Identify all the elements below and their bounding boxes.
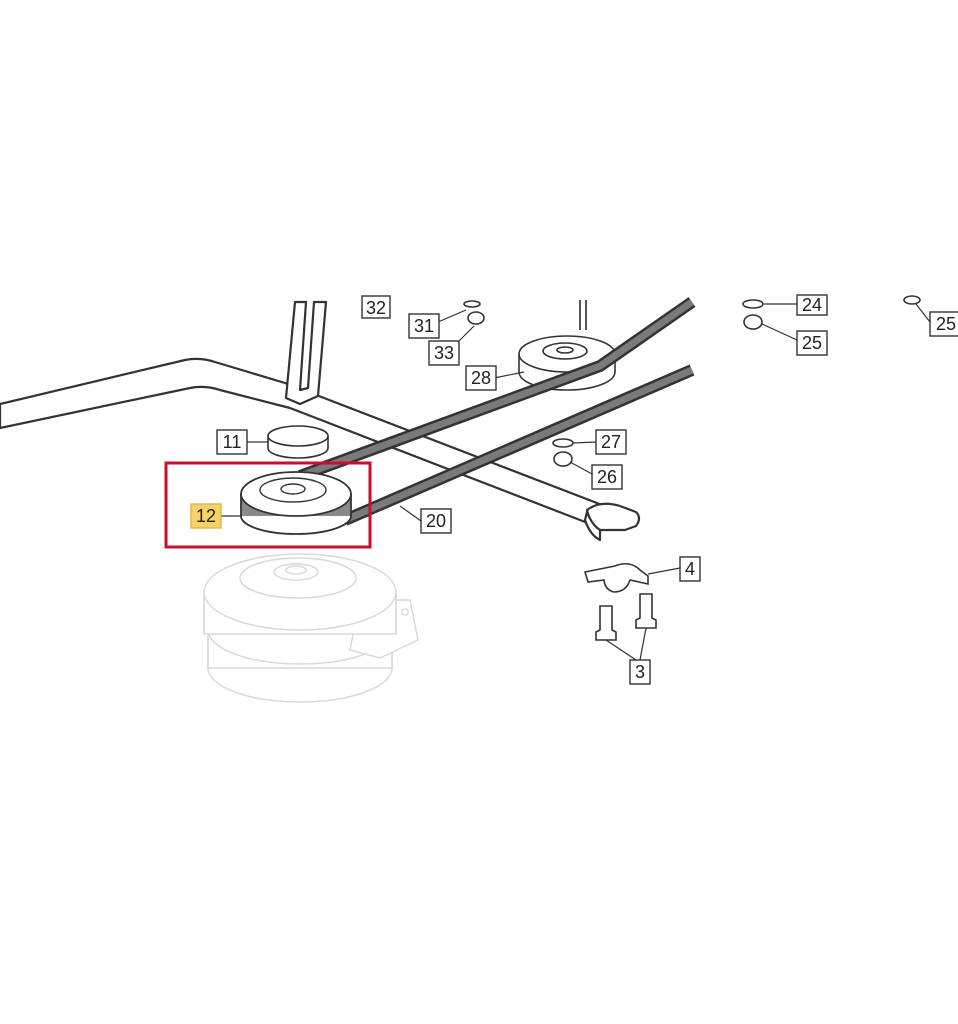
callout-text: 27	[601, 432, 621, 452]
callout-11: 11	[216, 429, 248, 455]
callout-28: 28	[465, 365, 497, 391]
callout-3: 3	[629, 659, 651, 685]
callout-12: 12	[190, 503, 222, 529]
callout-25-right: 25	[929, 311, 958, 337]
callout-32: 32	[361, 295, 391, 319]
callout-33: 33	[428, 340, 460, 366]
spacer	[267, 425, 329, 459]
callout-25: 25	[796, 330, 828, 356]
leader-lines	[221, 303, 931, 661]
callout-text: 31	[414, 316, 434, 336]
callout-text: 20	[426, 511, 446, 531]
callout-4: 4	[679, 556, 701, 582]
callout-text: 25	[802, 333, 822, 353]
callout-20: 20	[420, 508, 452, 534]
highlight-frame	[164, 461, 372, 549]
clutch-ghost	[203, 553, 419, 703]
callout-24: 24	[796, 294, 828, 316]
callout-text: 4	[685, 559, 695, 579]
callout-text: 3	[635, 662, 645, 682]
callout-text: 33	[434, 343, 454, 363]
callout-text: 12	[196, 506, 216, 526]
drive-belt	[297, 297, 696, 526]
callout-26: 26	[591, 464, 623, 490]
hardware	[463, 295, 921, 641]
callout-text: 24	[802, 295, 822, 315]
callout-27: 27	[595, 429, 627, 455]
frame-rail	[0, 300, 641, 542]
callout-text: 11	[223, 432, 242, 452]
callout-31: 31	[408, 313, 440, 339]
callout-text: 25	[936, 314, 956, 334]
engine-pulley	[240, 471, 352, 535]
callout-text: 28	[471, 368, 491, 388]
callout-text: 26	[597, 467, 617, 487]
callout-text: 32	[366, 298, 386, 318]
